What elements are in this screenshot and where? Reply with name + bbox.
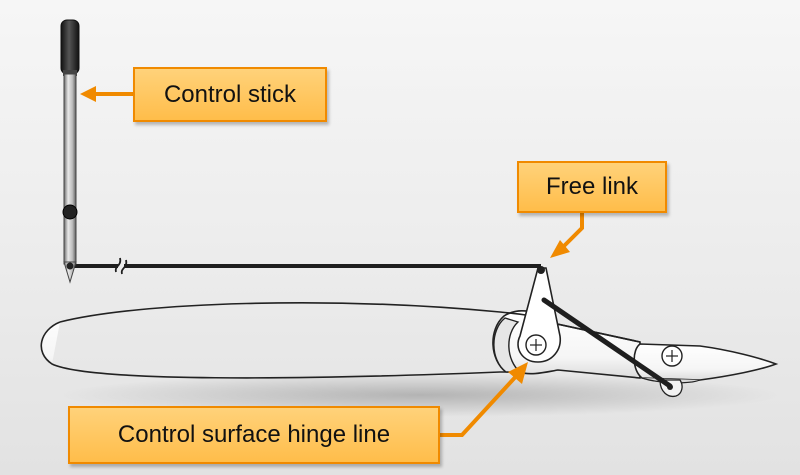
control-stick-shaft	[63, 73, 77, 265]
control-stick-pivot	[62, 204, 78, 220]
control-stick-callout: Control stick	[133, 67, 327, 122]
callout-arrows	[80, 86, 584, 437]
control-stick-grip	[60, 19, 80, 75]
hinge-line-callout: Control surface hinge line	[68, 406, 440, 464]
cable-break-mark	[114, 257, 122, 273]
push-rod	[541, 297, 673, 389]
free-link-callout: Free link	[517, 161, 667, 213]
